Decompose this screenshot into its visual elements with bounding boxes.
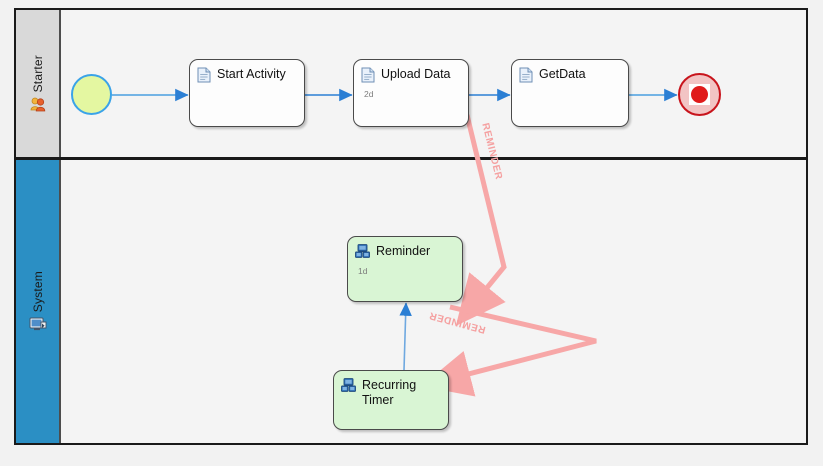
people-icon	[29, 96, 47, 112]
task-header: Reminder	[348, 237, 462, 264]
end-event[interactable]	[678, 73, 721, 116]
task-title: Reminder	[376, 244, 431, 258]
process-pool: Starter System	[14, 8, 808, 445]
network-icon	[341, 378, 356, 398]
task-recurring-timer[interactable]: Recurring Timer	[333, 370, 449, 430]
lane-header-starter[interactable]: Starter	[16, 10, 61, 157]
task-header: Upload Data	[354, 60, 468, 88]
task-header: GetData	[512, 60, 628, 88]
task-title: Recurring Timer	[362, 378, 417, 407]
task-header: Start Activity	[190, 60, 304, 88]
task-title: Start Activity	[217, 67, 286, 81]
lane-label-starter: Starter	[30, 54, 45, 93]
task-upload-data[interactable]: Upload Data 2d	[353, 59, 469, 127]
task-start-activity[interactable]: Start Activity	[189, 59, 305, 127]
end-event-dot	[691, 86, 708, 103]
task-duration: 1d	[358, 266, 368, 276]
network-icon	[355, 244, 370, 264]
task-get-data[interactable]: GetData	[511, 59, 629, 127]
lane-label-system: System	[30, 270, 45, 313]
task-header: Recurring Timer	[334, 371, 448, 407]
lane-header-system[interactable]: System	[16, 160, 61, 443]
document-icon	[361, 67, 375, 88]
document-icon	[519, 67, 533, 88]
monitor-icon	[29, 316, 47, 332]
end-event-marker	[689, 84, 710, 105]
task-reminder[interactable]: Reminder 1d	[347, 236, 463, 302]
task-duration: 2d	[364, 89, 374, 99]
task-title: GetData	[539, 67, 586, 81]
start-event[interactable]	[71, 74, 112, 115]
document-icon	[197, 67, 211, 88]
task-title: Upload Data	[381, 67, 451, 81]
